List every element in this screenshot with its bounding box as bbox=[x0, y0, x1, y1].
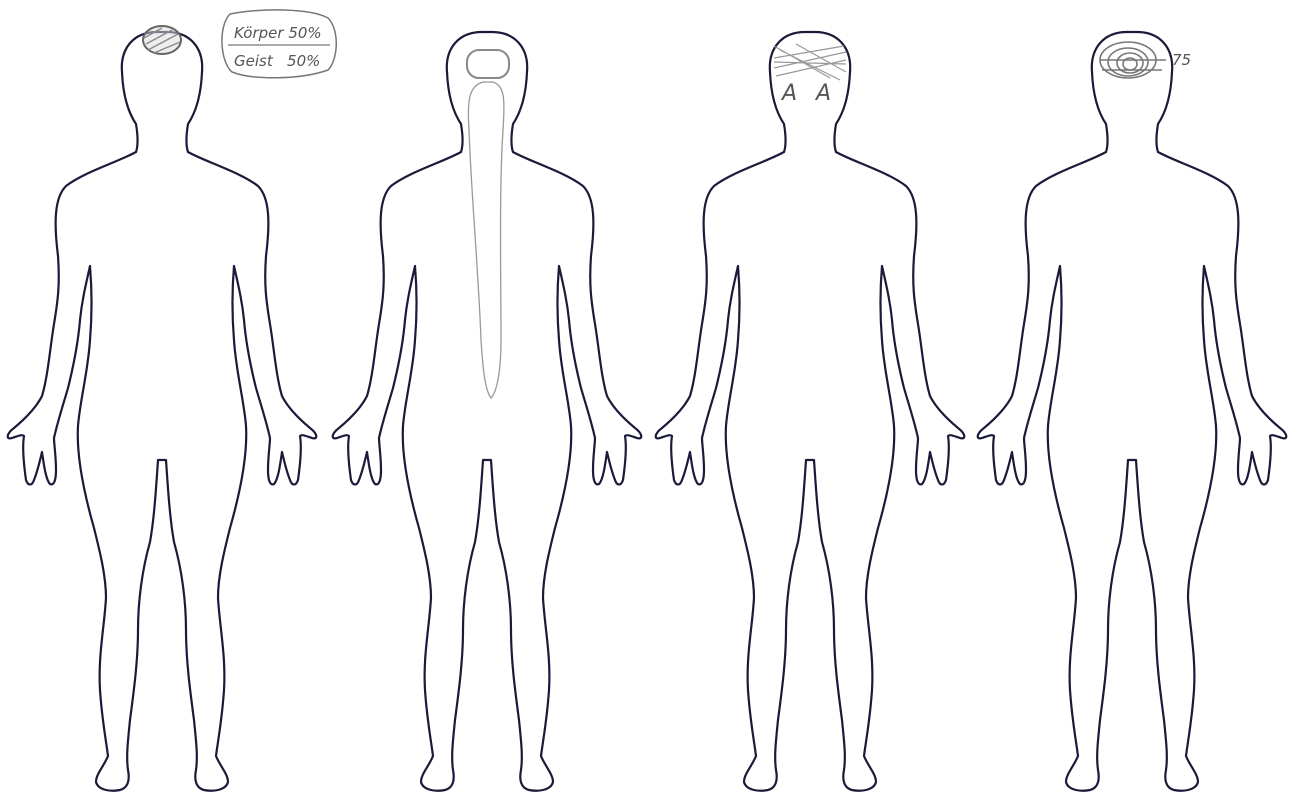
annotation-bubble-1: Körper 50% Geist 50% bbox=[222, 10, 336, 78]
annotation-line-geist: Geist 50% bbox=[234, 52, 320, 70]
spine-outline-marking-2 bbox=[468, 82, 504, 398]
annotation-letter-a-left: A bbox=[780, 81, 797, 106]
annotation-letter-a-right: A bbox=[814, 81, 831, 106]
body-outline-2 bbox=[333, 32, 642, 791]
head-scribble-1 bbox=[143, 26, 181, 54]
figure-2 bbox=[333, 32, 642, 791]
body-outline-4 bbox=[978, 32, 1287, 791]
head-spiral-scribble-4 bbox=[1100, 42, 1166, 78]
head-crosshatch-3 bbox=[774, 44, 846, 80]
annotation-line-koerper: Körper 50% bbox=[234, 24, 322, 42]
figure-1 bbox=[8, 26, 317, 791]
body-outline-1 bbox=[8, 32, 317, 791]
figure-3: A A bbox=[656, 32, 965, 791]
body-outline-3 bbox=[656, 32, 965, 791]
figure-4: 75 bbox=[978, 32, 1287, 791]
annotation-value-75: 75 bbox=[1172, 51, 1191, 69]
head-outline-marking-2 bbox=[467, 50, 509, 78]
